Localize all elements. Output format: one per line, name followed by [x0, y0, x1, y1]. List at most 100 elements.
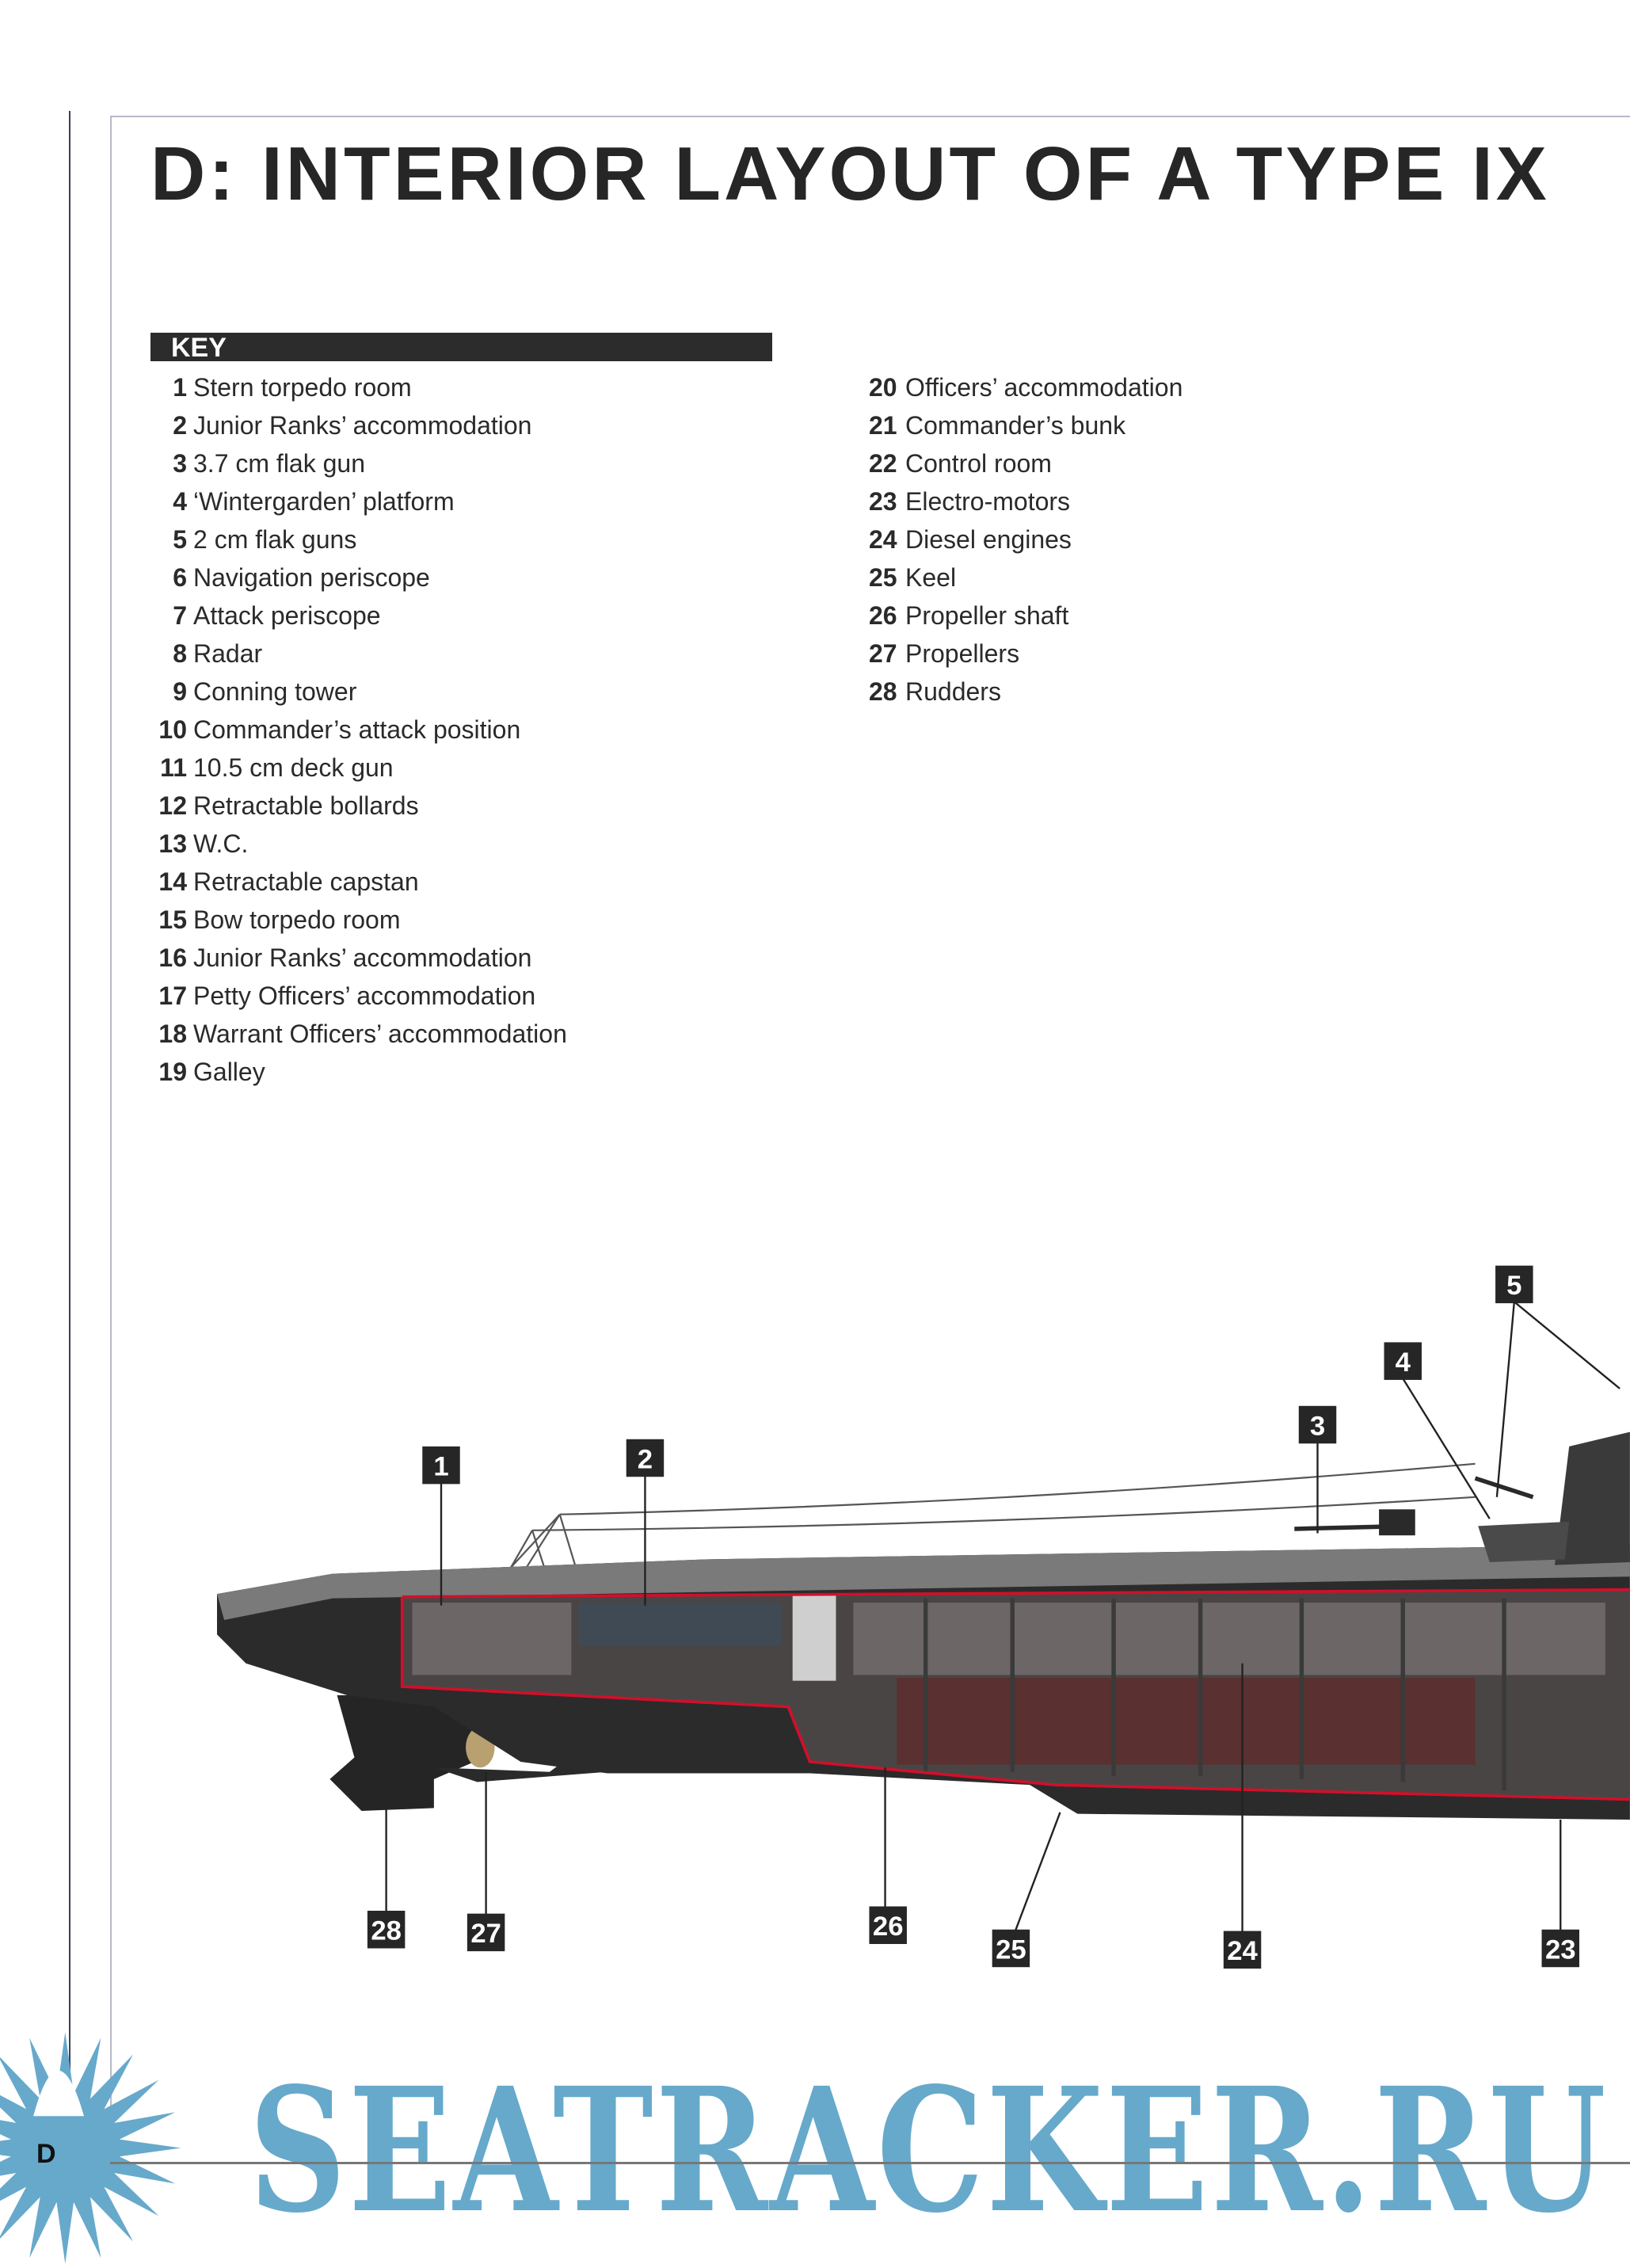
- frame-rule-top: [110, 116, 1630, 117]
- key-item: 22 Control room: [869, 444, 1183, 482]
- key-item-number: 3: [173, 449, 187, 478]
- cutaway-outline: [400, 1588, 1630, 1801]
- key-item-label: Radar: [193, 639, 263, 668]
- key-item-label: Attack periscope: [193, 601, 381, 630]
- key-item-label: Stern torpedo room: [193, 373, 412, 402]
- key-item-number: 6: [173, 563, 187, 592]
- svg-text:5: 5: [1506, 1271, 1521, 1301]
- deck-casing: [216, 1545, 1630, 1620]
- key-item-number: 7: [173, 601, 187, 630]
- key-item-number: 18: [158, 1020, 187, 1048]
- key-item-number: 21: [869, 411, 897, 440]
- page-title: D: INTERIOR LAYOUT OF A TYPE IX: [150, 132, 1550, 216]
- callout-28: 28: [367, 1911, 406, 1949]
- key-item-number: 4: [173, 487, 187, 516]
- key-item-label: Rudders: [905, 677, 1001, 706]
- key-item-number: 1: [173, 373, 187, 402]
- callout-24: 24: [1223, 1931, 1262, 1969]
- key-item-label: Junior Ranks’ accommodation: [193, 411, 532, 440]
- key-item-label: Diesel engines: [905, 525, 1072, 554]
- key-item-number: 8: [173, 639, 187, 668]
- callout-23: 23: [1541, 1929, 1579, 1968]
- margin-rule-left: [69, 111, 70, 2171]
- jumping-wire: [491, 1462, 1476, 1589]
- leader-lines: [385, 1301, 1620, 1933]
- key-item-number: 17: [158, 982, 187, 1010]
- callout-27: 27: [467, 1913, 505, 1952]
- svg-text:2: 2: [638, 1444, 653, 1474]
- svg-text:4: 4: [1396, 1347, 1411, 1378]
- interior-bulkheads: [412, 1594, 1605, 1765]
- key-item-label: Warrant Officers’ accommodation: [193, 1020, 567, 1048]
- key-item: 25 Keel: [869, 558, 1183, 597]
- key-item-label: Control room: [905, 449, 1052, 478]
- key-item-label: Electro-motors: [905, 487, 1071, 516]
- key-item-label: 2 cm flak guns: [193, 525, 357, 554]
- key-item-number: 15: [158, 905, 187, 934]
- key-item-number: 19: [158, 1058, 187, 1086]
- key-item-label: Officers’ accommodation: [905, 373, 1183, 402]
- key-item-number: 27: [869, 639, 897, 668]
- key-item-label: Galley: [193, 1058, 265, 1086]
- key-item-number: 2: [173, 411, 187, 440]
- svg-text:1: 1: [433, 1451, 448, 1481]
- svg-text:23: 23: [1545, 1934, 1576, 1965]
- key-item-label: Petty Officers’ accommodation: [193, 982, 536, 1010]
- callout-2: 2: [626, 1439, 665, 1477]
- key-item-label: 3.7 cm flak gun: [193, 449, 365, 478]
- frame-rule-left: [110, 116, 112, 2167]
- key-item-label: Navigation periscope: [193, 563, 430, 592]
- key-item-number: 16: [158, 943, 187, 972]
- svg-text:25: 25: [996, 1934, 1026, 1965]
- key-item-label: Commander’s attack position: [193, 715, 521, 744]
- svg-text:28: 28: [371, 1916, 402, 1946]
- key-item-label: Retractable capstan: [193, 867, 419, 896]
- key-item: 27 Propellers: [869, 635, 1183, 673]
- key-item-number: 10: [158, 715, 187, 744]
- key-item-label: Propellers: [905, 639, 1020, 668]
- key-item-number: 25: [869, 563, 897, 592]
- key-item-number: 13: [158, 829, 187, 858]
- key-item-label: Junior Ranks’ accommodation: [193, 943, 532, 972]
- key-item-label: Bow torpedo room: [193, 905, 401, 934]
- svg-text:24: 24: [1227, 1936, 1258, 1966]
- frame-rule-bottom: [110, 2162, 1630, 2164]
- key-item-number: 26: [869, 601, 897, 630]
- callout-25: 25: [992, 1929, 1030, 1968]
- key-item-label: ‘Wintergarden’ platform: [193, 487, 455, 516]
- key-item-number: 22: [869, 449, 897, 478]
- key-item-label: Keel: [905, 563, 957, 592]
- watermark-text: SEATRACKER.RU: [249, 2050, 1608, 2251]
- key-item-number: 9: [173, 677, 187, 706]
- callout-1: 1: [422, 1446, 460, 1485]
- svg-text:27: 27: [470, 1919, 501, 1949]
- key-item-label: Propeller shaft: [905, 601, 1069, 630]
- callout-5: 5: [1495, 1265, 1533, 1304]
- key-item: 4‘Wintergarden’ platform: [150, 482, 567, 520]
- callout-3: 3: [1298, 1405, 1337, 1444]
- key-item: 26 Propeller shaft: [869, 597, 1183, 635]
- page-letter: D: [36, 2139, 56, 2169]
